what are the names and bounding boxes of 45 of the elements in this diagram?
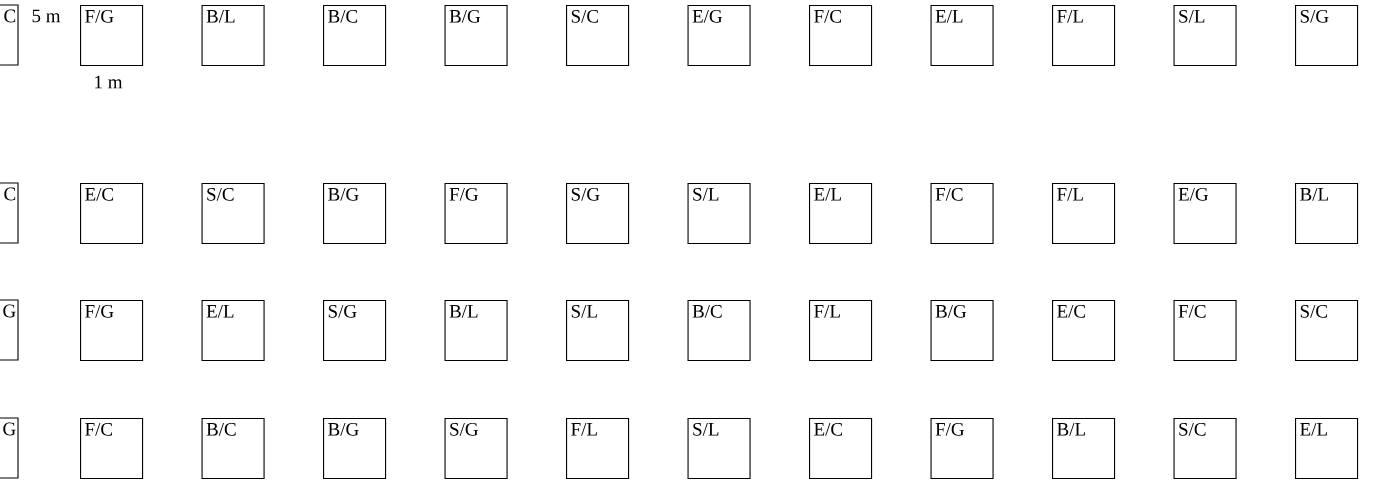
labeled-square: B/L — [1295, 183, 1359, 245]
labeled-square: B/G — [444, 5, 508, 67]
labeled-square: F/L — [809, 300, 873, 362]
labeled-square: E/G — [1173, 183, 1237, 245]
labeled-square: S/C — [201, 183, 265, 245]
labeled-square: F/G — [444, 183, 508, 245]
labeled-square: F/L — [1052, 5, 1116, 67]
labeled-square: B/G — [323, 418, 387, 480]
labeled-square: F/C — [1173, 300, 1237, 362]
labeled-square: E/C — [1052, 300, 1116, 362]
labeled-square: E/C — [80, 183, 144, 245]
labeled-square: F/C — [809, 5, 873, 67]
labeled-square: B/C — [687, 300, 751, 362]
labeled-square: B/C — [323, 5, 387, 67]
labeled-square: B/L — [444, 300, 508, 362]
labeled-square: S/L — [1173, 5, 1237, 67]
labeled-square: E/L — [1295, 418, 1359, 480]
labeled-square: S/C — [1173, 418, 1237, 480]
labeled-square: E/L — [930, 5, 994, 67]
labeled-square: B/G — [930, 300, 994, 362]
labeled-square: F/G — [80, 300, 144, 362]
labeled-square: E/C — [809, 418, 873, 480]
labeled-square: B/L — [1052, 418, 1116, 480]
labeled-square: E/L — [809, 183, 873, 245]
labeled-square: S/L — [566, 300, 630, 362]
labeled-square: S/C — [1295, 300, 1359, 362]
labeled-square: B/L — [201, 5, 265, 67]
labeled-square: S/C — [566, 5, 630, 67]
labeled-square: F/L — [566, 418, 630, 480]
labeled-square: S/G — [1295, 5, 1359, 67]
dimension-label: 5 m — [32, 9, 61, 23]
labeled-square: S/G — [323, 300, 387, 362]
labeled-square: F/C — [80, 418, 144, 480]
labeled-square: S/G — [566, 183, 630, 245]
labeled-square: B/C — [201, 418, 265, 480]
labeled-square: F/L — [1052, 183, 1116, 245]
labeled-square: S/L — [687, 418, 751, 480]
labeled-square: S/G — [444, 418, 508, 480]
labeled-square: E/L — [201, 300, 265, 362]
labeled-square: F/G — [80, 5, 144, 67]
labeled-square: F/G — [930, 418, 994, 480]
labeled-square: F/C — [930, 183, 994, 245]
labeled-square: S/L — [687, 183, 751, 245]
labeled-square: B/G — [323, 183, 387, 245]
labeled-square: E/G — [687, 5, 751, 67]
